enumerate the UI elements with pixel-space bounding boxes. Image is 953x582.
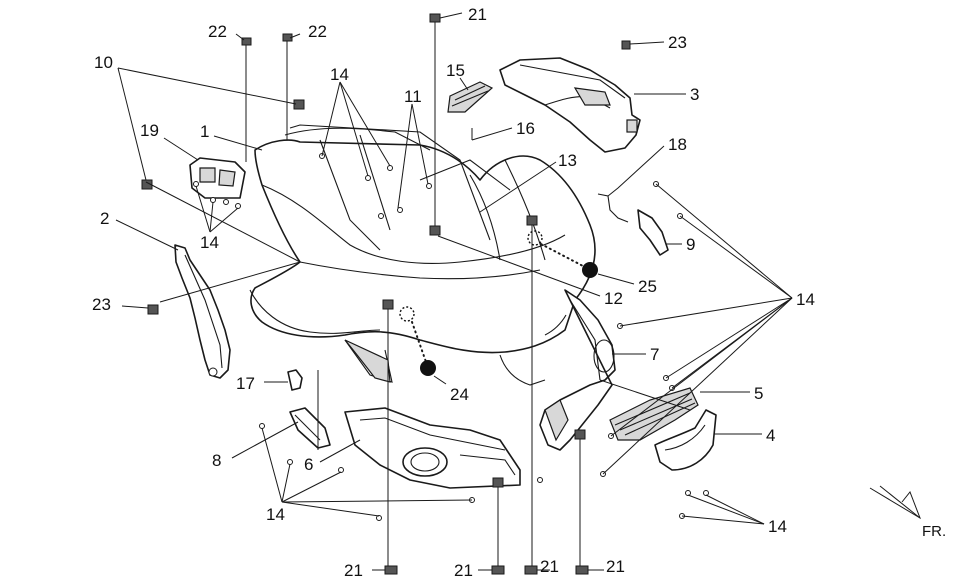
- callout-12: 12: [604, 289, 623, 308]
- part-4-lower-trim: [654, 409, 717, 471]
- part-9-right-bracket: [637, 209, 669, 256]
- callout-1: 1: [200, 122, 209, 141]
- callout-labels: 10 19 1 2 14 23 22 22 14 11 21 15 16 13 …: [92, 5, 815, 580]
- callout-3: 3: [690, 85, 699, 104]
- part-3-console: [499, 57, 641, 153]
- callout-14-left: 14: [200, 233, 219, 252]
- part-13-inner-panel: [419, 159, 511, 191]
- nut-icon: [492, 477, 504, 488]
- nut-icon: [574, 429, 586, 440]
- callout-19: 19: [140, 121, 159, 140]
- nut-icon: [621, 40, 631, 50]
- callout-2: 2: [100, 209, 109, 228]
- nut-icon: [526, 215, 538, 226]
- callout-4: 4: [766, 426, 775, 445]
- callout-7: 7: [650, 345, 659, 364]
- callout-21-bottom-2: 21: [454, 561, 473, 580]
- part-6-headlight-housing: [344, 407, 521, 489]
- callout-21-bottom-3: 21: [540, 557, 559, 576]
- callout-24: 24: [450, 385, 469, 404]
- callout-23-left: 23: [92, 295, 111, 314]
- callout-22-right: 22: [308, 22, 327, 41]
- callout-9: 9: [686, 235, 695, 254]
- callout-21-bottom-1: 21: [344, 561, 363, 580]
- nut-icon: [382, 299, 394, 310]
- marker-25: [527, 230, 598, 278]
- nut-icon: [293, 99, 305, 110]
- callout-15: 15: [446, 61, 465, 80]
- bolt-21-top: [429, 13, 441, 34]
- callout-21-top: 21: [468, 5, 487, 24]
- callout-23-top: 23: [668, 33, 687, 52]
- callout-13: 13: [558, 151, 577, 170]
- callout-17: 17: [236, 374, 255, 393]
- part-1-front-fender: [249, 124, 596, 386]
- callout-14-bottom-right: 14: [768, 517, 787, 536]
- callout-16: 16: [516, 119, 535, 138]
- part-19-switch-panel: [189, 157, 246, 199]
- callout-14-bottom-left: 14: [266, 505, 285, 524]
- callout-6: 6: [304, 455, 313, 474]
- part-2-left-bracket: [174, 244, 231, 379]
- callout-14-top: 14: [330, 65, 349, 84]
- nut-icon: [141, 179, 153, 190]
- callout-18: 18: [668, 135, 687, 154]
- callout-8: 8: [212, 451, 221, 470]
- leader-lines: [115, 12, 793, 571]
- part-8-plate: [289, 407, 331, 449]
- bolt-22-left: [241, 37, 252, 162]
- part-5-grille: [609, 387, 699, 441]
- part-7-right-headlight: [539, 289, 616, 451]
- callout-11: 11: [404, 87, 422, 106]
- callout-25: 25: [638, 277, 657, 296]
- callout-22-left: 22: [208, 22, 227, 41]
- callout-21-bottom-4: 21: [606, 557, 625, 576]
- nut-icon: [429, 225, 441, 236]
- nut-icon: [147, 304, 159, 315]
- front-direction-arrow: FR.: [869, 485, 946, 540]
- marker-24: [399, 306, 436, 376]
- callout-5: 5: [754, 384, 763, 403]
- callout-14-right: 14: [796, 290, 815, 309]
- callout-10: 10: [94, 53, 113, 72]
- front-direction-label: FR.: [922, 523, 946, 540]
- part-15-vent: [447, 81, 494, 113]
- part-18-bracket: [597, 193, 629, 223]
- bolt-22-right: [282, 33, 293, 140]
- screws-14: [193, 153, 709, 521]
- part-17-clip: [287, 369, 303, 391]
